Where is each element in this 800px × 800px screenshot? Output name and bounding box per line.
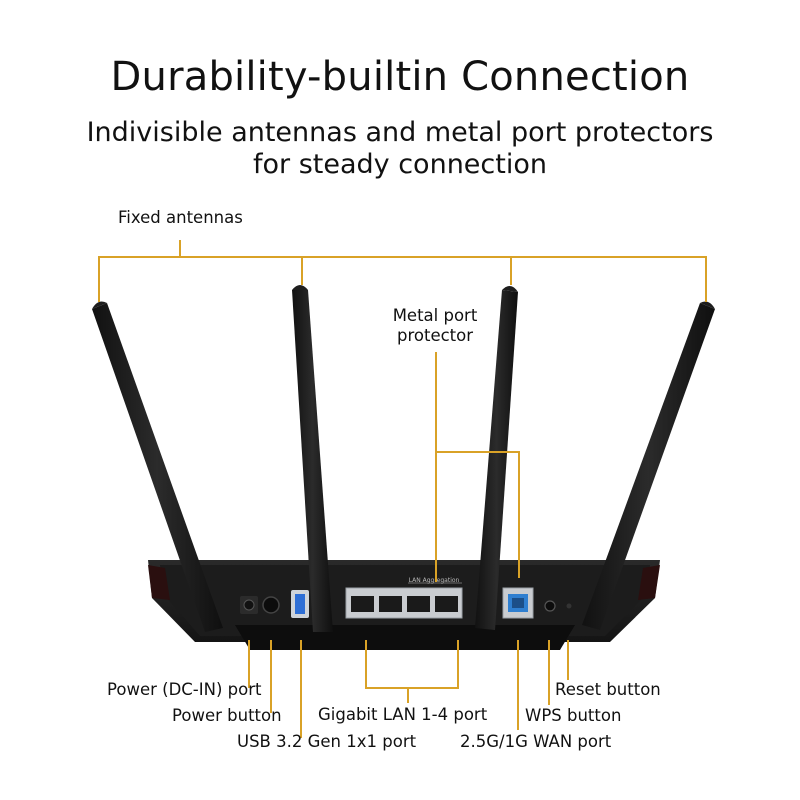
wps-button bbox=[544, 600, 556, 612]
gigabit-lan-label: Gigabit LAN 1-4 port bbox=[318, 705, 488, 724]
page-title: Durability-builtin Connection bbox=[110, 54, 690, 100]
antenna-3 bbox=[475, 285, 518, 630]
fixed-antennas-label: Fixed antennas bbox=[118, 208, 243, 227]
wan-port-label: 2.5G/1G WAN port bbox=[460, 732, 612, 751]
lan-ports bbox=[345, 587, 463, 619]
power-dc-in-port-label: Power (DC-IN) port bbox=[107, 680, 262, 699]
power-button-label: Power button bbox=[172, 706, 282, 725]
antenna-4 bbox=[582, 301, 715, 630]
dc-in-port bbox=[240, 596, 258, 614]
page-subtitle-line2: for steady connection bbox=[253, 149, 547, 180]
power-button bbox=[262, 596, 280, 614]
reset-button bbox=[566, 603, 572, 609]
leader-lines bbox=[98, 240, 707, 738]
lan-aggregation-label: LAN Aggregation bbox=[409, 577, 460, 584]
wan-port bbox=[502, 587, 534, 619]
antenna-2 bbox=[292, 285, 333, 632]
usb-port-label: USB 3.2 Gen 1x1 port bbox=[237, 732, 417, 751]
metal-port-protector-label-line2: protector bbox=[396, 326, 474, 345]
page-subtitle-line1: Indivisible antennas and metal port prot… bbox=[86, 117, 714, 148]
wps-button-label: WPS button bbox=[525, 706, 622, 725]
metal-port-protector-label-line1: Metal port bbox=[392, 306, 478, 325]
antenna-1 bbox=[92, 301, 223, 632]
usb-port bbox=[291, 590, 309, 618]
reset-button-label: Reset button bbox=[555, 680, 661, 699]
